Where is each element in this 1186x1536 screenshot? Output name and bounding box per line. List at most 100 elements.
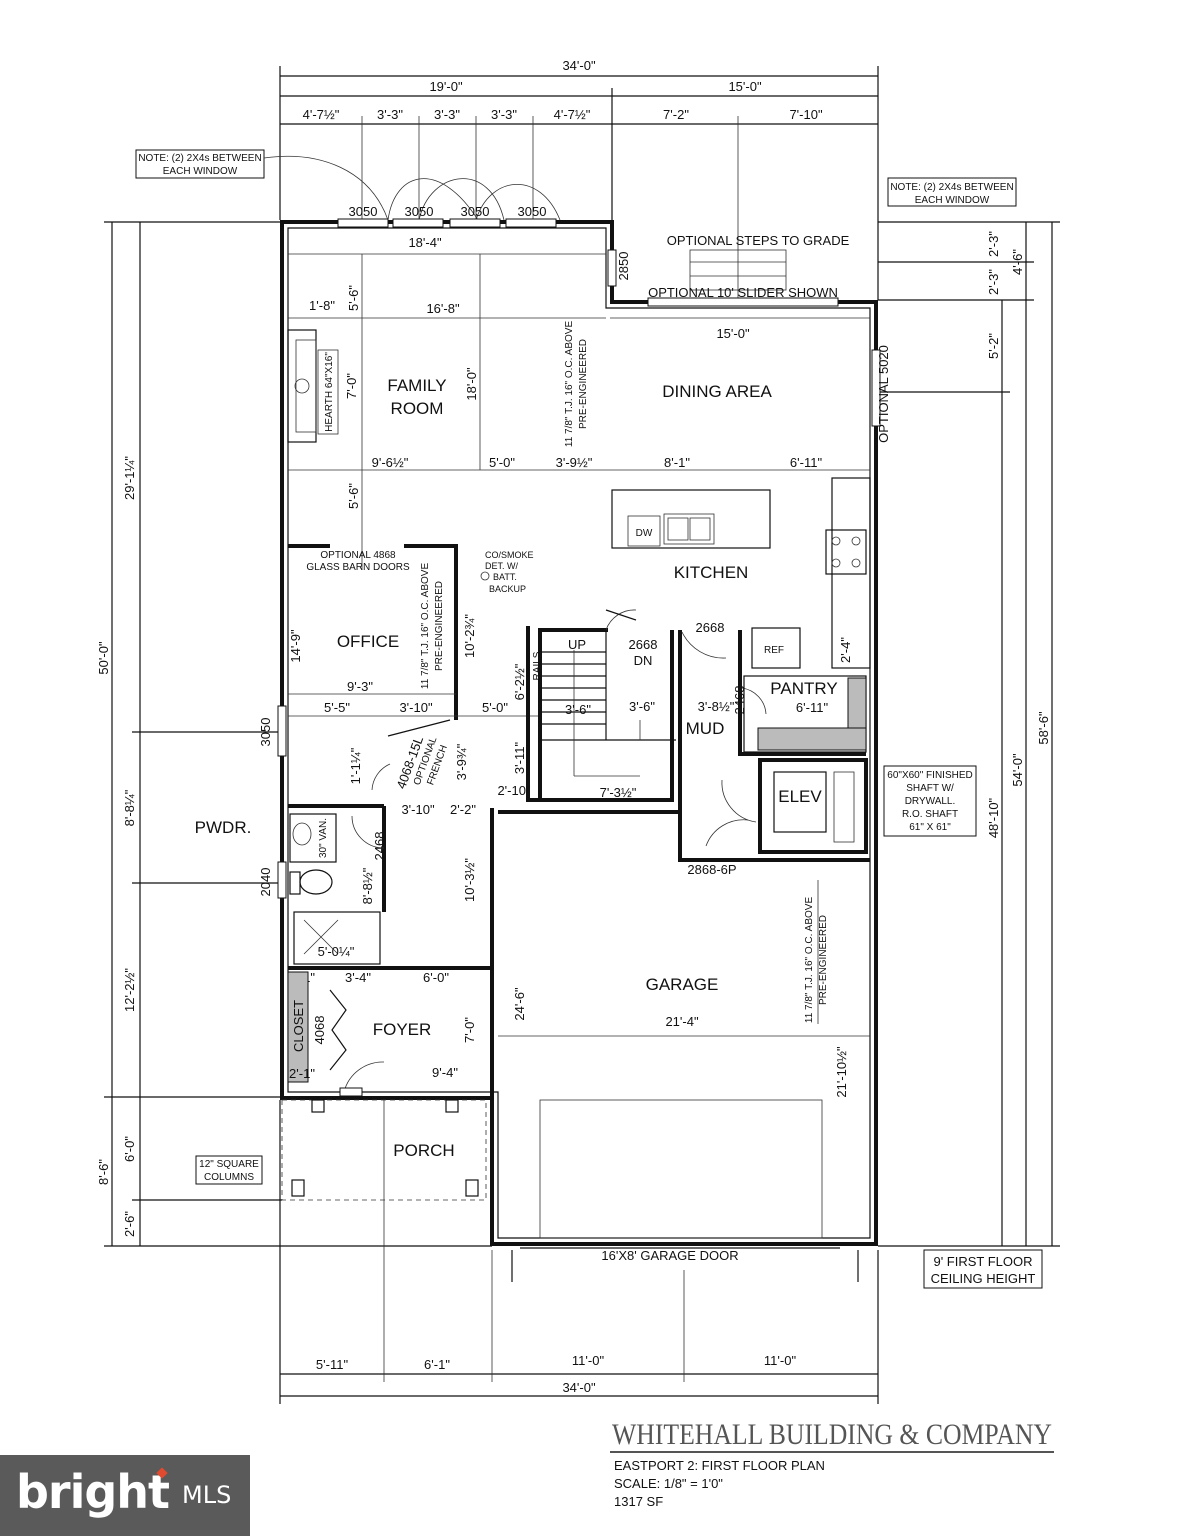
svg-text:11 7/8" T.J. 16" O.C. ABOVE: 11 7/8" T.J. 16" O.C. ABOVE — [804, 897, 815, 1024]
svg-text:6'-1": 6'-1" — [424, 1357, 450, 1372]
svg-text:11'-0": 11'-0" — [572, 1353, 605, 1368]
mls-logo-text: MLS — [182, 1481, 232, 1509]
dim-bottom-overall: 34'-0" — [562, 1380, 596, 1395]
family-room: 18'-4" 16'-8" 1'-8" 5'-6" 7'-0" 18'-0" H… — [287, 235, 870, 570]
svg-text:29'-1¼": 29'-1¼" — [122, 456, 137, 500]
left-dimensions: 50'-0" 29'-1¼" 8'-8¼" 12'-2½" 6'-0" 8'-6… — [96, 221, 492, 1247]
svg-text:2868-6P: 2868-6P — [687, 862, 736, 877]
columns-note: 12" SQUARE — [199, 1159, 259, 1170]
svg-text:DET. W/: DET. W/ — [485, 561, 518, 571]
dining-area: 15'-0" DINING AREA — [610, 317, 870, 401]
right-window: OPTIONAL 5020 — [871, 345, 891, 443]
dim-top-seg: 4'-7½" — [554, 107, 591, 122]
shaft-note: 60"X60" FINISHED SHAFT W/ DRYWALL. R.O. … — [883, 765, 977, 837]
svg-text:8'-1": 8'-1" — [664, 455, 690, 470]
svg-text:2668: 2668 — [629, 637, 658, 652]
hearth-label: HEARTH 64"X16" — [324, 352, 335, 432]
company-name: WHITEHALL BUILDING & COMPANY — [612, 1418, 1052, 1451]
dim-top-overall: 34'-0" — [562, 58, 596, 73]
dim-top-seg: 7'-2" — [663, 107, 689, 122]
kitchen: DW KITCHEN REF 2'-4" — [611, 477, 871, 669]
svg-text:6'-2½": 6'-2½" — [512, 663, 527, 700]
svg-text:2'-3": 2'-3" — [986, 231, 1001, 257]
svg-text:2040: 2040 — [258, 868, 273, 897]
family-room-label: ROOM — [391, 399, 444, 418]
ceiling-note: 9' FIRST FLOOR CEILING HEIGHT — [923, 1249, 1043, 1289]
svg-text:1'-8": 1'-8" — [309, 298, 335, 313]
svg-text:9'-3": 9'-3" — [347, 679, 373, 694]
svg-text:5'-0": 5'-0" — [482, 700, 508, 715]
svg-text:BACKUP: BACKUP — [489, 584, 526, 594]
dim-top-seg: 3'-3" — [377, 107, 403, 122]
dim-top-seg: 3'-3" — [491, 107, 517, 122]
svg-text:60"X60" FINISHED: 60"X60" FINISHED — [887, 770, 972, 781]
brightmls-watermark: bright MLS — [0, 1455, 250, 1536]
svg-text:8'-8¼": 8'-8¼" — [122, 789, 137, 826]
svg-text:3050: 3050 — [258, 718, 273, 747]
garage-label: GARAGE — [646, 975, 719, 994]
foyer: 2'-1" 3'-4" 6'-0" CLOSET 4068 FOYER 7'-0… — [287, 966, 492, 1097]
garage: GARAGE 11 7/8" T.J. 16" O.C. ABOVE PRE-E… — [498, 810, 870, 1282]
svg-text:3'-9½": 3'-9½" — [556, 455, 593, 470]
svg-text:1'-1¼": 1'-1¼" — [348, 747, 363, 784]
svg-text:5'-11": 5'-11" — [316, 1357, 349, 1372]
svg-text:8'-6": 8'-6" — [96, 1159, 111, 1185]
stairs-down-label: DN — [634, 653, 653, 668]
dim-right-overall: 58'-6" — [1036, 711, 1051, 745]
right-dimensions: 58'-6" 54'-0" 48'-10" 2'-3" 2'-3" 4'-6" … — [878, 221, 1060, 1247]
columns-note: COLUMNS — [204, 1172, 254, 1183]
powder-room: 30" VAN. 2468 8'-8½" 10'-3½" PWDR. 5'-0¼… — [195, 806, 477, 965]
svg-text:12'-2½": 12'-2½" — [122, 968, 137, 1012]
svg-text:3'-4": 3'-4" — [345, 970, 371, 985]
window-label: 3050 — [349, 204, 378, 219]
svg-text:11 7/8" T.J. 16" O.C. ABOVE: 11 7/8" T.J. 16" O.C. ABOVE — [420, 563, 431, 690]
dining-area-label: DINING AREA — [662, 382, 772, 401]
svg-text:3'-10": 3'-10" — [401, 802, 435, 817]
svg-text:9'-6½": 9'-6½" — [372, 455, 409, 470]
refrigerator-label: REF — [764, 645, 784, 656]
detector-icon — [480, 571, 490, 581]
stairs: UP RAILS 6'-2½" 2668 DN 3'-6" 3'-6" 7'-3… — [497, 609, 676, 802]
porch-label: PORCH — [393, 1141, 454, 1160]
elevator-label: ELEV — [778, 787, 822, 806]
office-label: OFFICE — [337, 632, 399, 651]
svg-text:18'-4": 18'-4" — [408, 235, 442, 250]
svg-text:5'-0": 5'-0" — [489, 455, 515, 470]
svg-text:16'-8": 16'-8" — [426, 301, 460, 316]
svg-text:4'-6": 4'-6" — [1010, 249, 1025, 275]
svg-text:5'-2": 5'-2" — [986, 333, 1001, 359]
top-windows: 3050 3050 3050 3050 2850 OPTIONAL STEPS … — [337, 204, 850, 307]
left-windows: 3050 2040 — [258, 705, 287, 899]
svg-text:2'-4": 2'-4" — [838, 637, 853, 663]
svg-text:OPTIONAL 5020: OPTIONAL 5020 — [876, 345, 891, 443]
svg-text:2668: 2668 — [696, 620, 725, 635]
plan-scale: SCALE: 1/8" = 1'0" — [614, 1476, 723, 1491]
svg-text:10'-3½": 10'-3½" — [462, 858, 477, 902]
co-smoke-detector: CO/SMOKE DET. W/ BATT. BACKUP — [480, 550, 534, 594]
barn-doors-label: OPTIONAL 4868 — [320, 550, 396, 561]
svg-text:CO/SMOKE: CO/SMOKE — [485, 550, 534, 560]
svg-text:R.O. SHAFT: R.O. SHAFT — [902, 809, 958, 820]
svg-text:11 7/8" T.J. 16" O.C. ABOVE: 11 7/8" T.J. 16" O.C. ABOVE — [564, 321, 575, 448]
closet-label: CLOSET — [291, 1000, 306, 1052]
svg-text:5'-0¼": 5'-0¼" — [318, 944, 355, 959]
svg-text:EACH WINDOW: EACH WINDOW — [915, 195, 990, 206]
family-room-label: FAMILY — [387, 376, 446, 395]
svg-text:14'-9": 14'-9" — [288, 629, 303, 663]
elevator: ELEV 2868-6P — [687, 758, 868, 877]
svg-text:3'-6": 3'-6" — [629, 699, 655, 714]
garage-door-label: 16'X8' GARAGE DOOR — [601, 1248, 738, 1263]
svg-text:7'-0": 7'-0" — [462, 1017, 477, 1043]
svg-text:21'-10½": 21'-10½" — [834, 1046, 849, 1098]
svg-text:54'-0": 54'-0" — [1010, 753, 1025, 787]
bottom-dimensions: 5'-11" 6'-1" 11'-0" 11'-0" 34'-0" — [279, 1100, 879, 1404]
svg-text:24'-6": 24'-6" — [512, 987, 527, 1021]
dim-top-seg: 3'-3" — [434, 107, 460, 122]
svg-text:6'-0": 6'-0" — [122, 1136, 137, 1162]
office: OPTIONAL 4868 GLASS BARN DOORS 11 7/8" T… — [288, 544, 540, 720]
svg-text:CEILING HEIGHT: CEILING HEIGHT — [931, 1271, 1036, 1286]
porch: PORCH 12" SQUARE COLUMNS — [195, 1099, 487, 1201]
svg-text:61" X 61": 61" X 61" — [909, 822, 951, 833]
joist-note-dining: 11 7/8" T.J. 16" O.C. ABOVE PRE-ENGINEER… — [564, 321, 589, 448]
svg-text:2'-3": 2'-3" — [986, 269, 1001, 295]
